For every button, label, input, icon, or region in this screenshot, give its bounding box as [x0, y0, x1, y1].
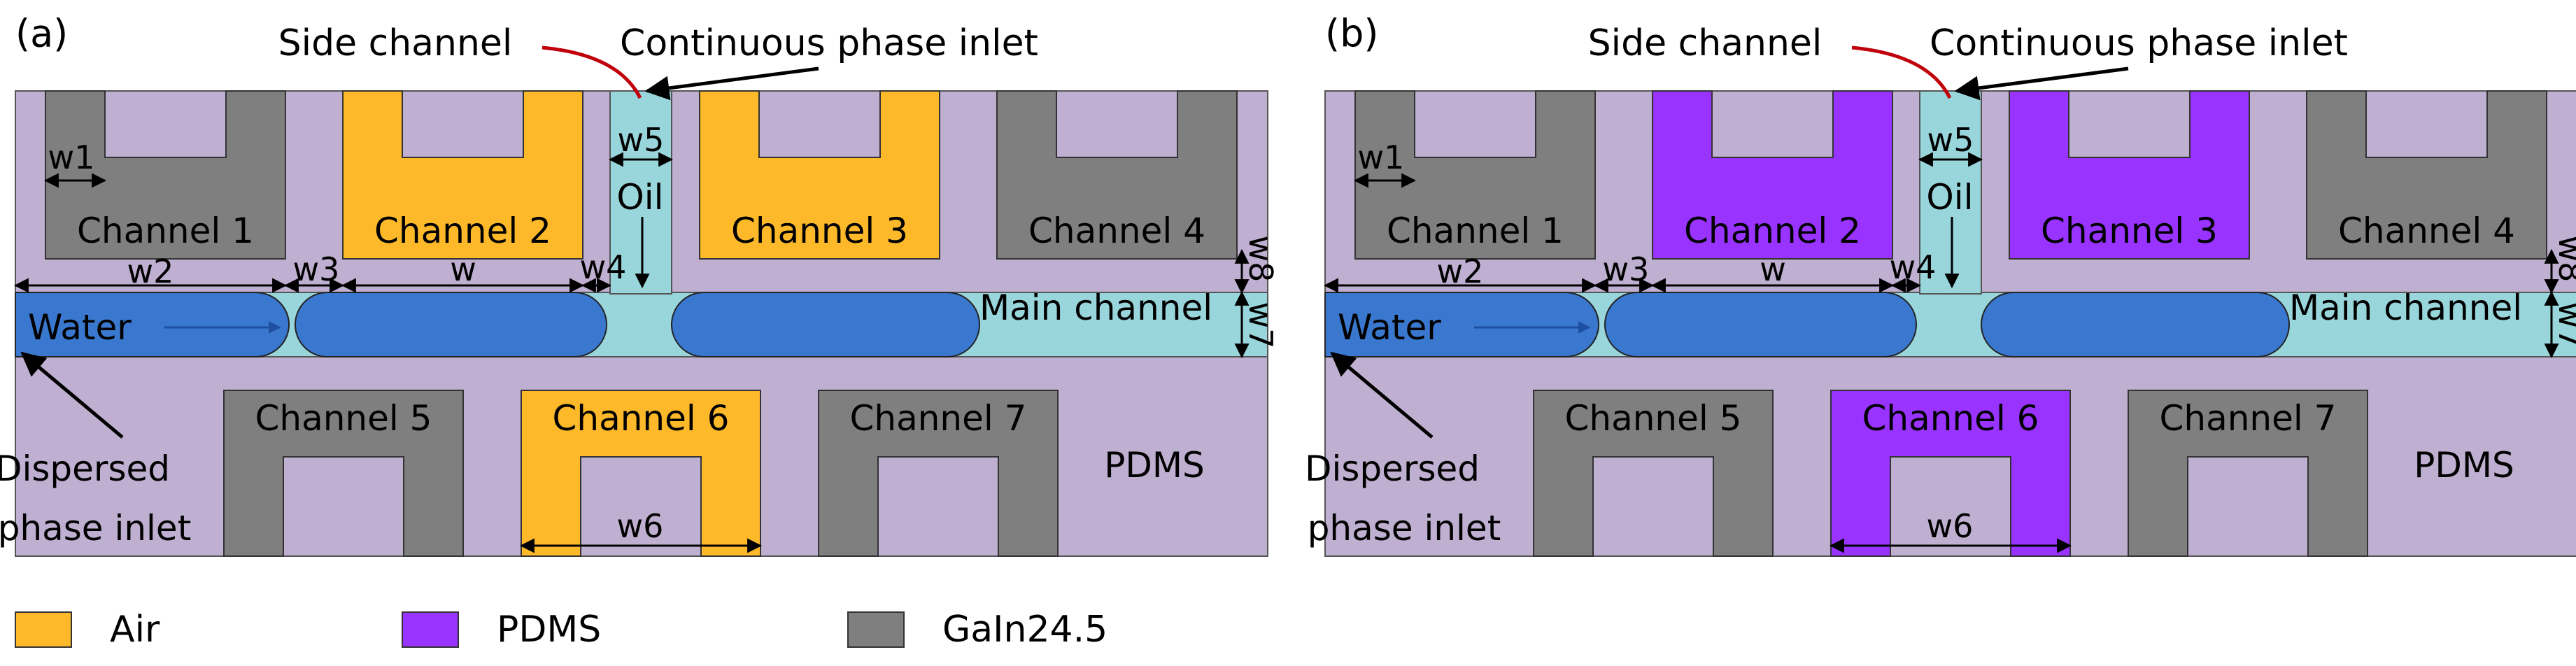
dim-w2-label: w2	[127, 253, 174, 290]
legend-swatch	[402, 611, 459, 648]
oil-label: Oil	[1926, 177, 1973, 218]
water-label: Water	[1338, 307, 1441, 348]
continuous-inlet-arrow	[1954, 66, 2129, 101]
dim-w5-label: w5	[618, 121, 665, 159]
dim-w7-label: w7	[1242, 302, 1280, 349]
main-channel-label: Main channel	[2289, 288, 2522, 328]
channel-label: Channel 6	[553, 398, 730, 439]
electrode-channel	[818, 390, 1059, 557]
side-channel-label: Side channel	[1588, 22, 1823, 64]
continuous-inlet-label: Continuous phase inlet	[1930, 22, 2348, 64]
legend-swatch	[847, 611, 905, 648]
dispersed-inlet-arrow	[20, 351, 124, 439]
panel-label: (a)	[15, 12, 68, 56]
dim-w4-label: w4	[580, 248, 627, 286]
side-channel-label: Side channel	[278, 22, 513, 64]
dim-w8-label: w8	[1242, 236, 1280, 283]
dispersed-inlet-label: Dispersed	[1305, 448, 1480, 489]
dim-w2-label: w2	[1437, 253, 1484, 290]
channel-label: Channel 7	[2160, 398, 2337, 439]
water-inlet-plug	[15, 292, 290, 357]
electrode-channel	[2306, 90, 2547, 260]
legend-label: PDMS	[497, 609, 601, 651]
dim-w4-label: w4	[1890, 248, 1937, 286]
legend-label: Air	[110, 609, 160, 651]
water-label: Water	[28, 307, 132, 348]
dim-w1-label: w1	[1358, 139, 1405, 176]
channel-label: Channel 4	[1028, 211, 1205, 251]
side-channel	[609, 90, 672, 295]
legend-swatch	[15, 611, 72, 648]
dim-w6-label: w6	[1927, 507, 1974, 545]
legend-label: GaIn24.5	[942, 609, 1107, 651]
channel-label: Channel 1	[1387, 211, 1564, 251]
water-droplet	[295, 292, 607, 357]
electrode-channel	[1830, 390, 2071, 557]
oil-label: Oil	[616, 177, 663, 218]
channel-label: Channel 3	[731, 211, 908, 251]
dim-w7-label: w7	[2552, 302, 2576, 349]
water-droplet	[671, 292, 980, 357]
electrode-channel	[342, 90, 583, 260]
pdms-label: PDMS	[2414, 445, 2514, 486]
panel-a: Channel 1 Channel 2 Channel 3 Channel 4 Chan…	[0, 12, 1280, 557]
continuous-inlet-label: Continuous phase inlet	[620, 22, 1038, 64]
electrode-channel	[521, 390, 761, 557]
dispersed-inlet-label: phase inlet	[0, 508, 191, 548]
dim-w5-label: w5	[1927, 121, 1974, 159]
channel-label: Channel 3	[2041, 211, 2218, 251]
side-channel	[1919, 90, 1982, 295]
dispersed-inlet-label: Dispersed	[0, 448, 170, 489]
pdms-label: PDMS	[1104, 445, 1205, 486]
panel-b: Channel 1 Channel 2 Channel 3 Channel 4 Chan…	[1305, 12, 2576, 557]
channel-label: Channel 2	[1684, 211, 1861, 251]
water-droplet	[1981, 292, 2290, 357]
electrode-channel	[1652, 90, 1893, 260]
continuous-inlet-arrow	[644, 66, 819, 101]
channel-label: Channel 4	[2338, 211, 2515, 251]
side-channel-pointer	[1851, 45, 1952, 99]
dim-w-label: w	[1760, 250, 1786, 288]
channel-label: Channel 7	[850, 398, 1027, 439]
electrode-channel	[2009, 90, 2250, 260]
dim-w3-label: w3	[293, 250, 340, 288]
dim-w3-label: w3	[1603, 250, 1650, 288]
side-channel-pointer	[542, 45, 642, 99]
dim-w8-label: w8	[2552, 236, 2576, 283]
channel-label: Channel 2	[374, 211, 551, 251]
electrode-channel	[996, 90, 1238, 260]
legend: Air PDMS GaIn24.5	[15, 609, 1107, 651]
channel-label: Channel 5	[255, 398, 432, 439]
dim-w6-label: w6	[617, 507, 664, 545]
electrode-channel	[1354, 90, 1596, 260]
electrode-channel	[2128, 390, 2368, 557]
channel-label: Channel 5	[1565, 398, 1742, 439]
channel-label: Channel 6	[1862, 398, 2039, 439]
electrode-channel	[45, 90, 286, 260]
channel-label: Channel 1	[77, 211, 254, 251]
dim-w-label: w	[450, 250, 476, 288]
electrode-channel	[1533, 390, 1774, 557]
panel-label: (b)	[1325, 12, 1378, 56]
main-channel-label: Main channel	[979, 288, 1212, 328]
electrode-channel	[699, 90, 940, 260]
dim-w1-label: w1	[48, 139, 95, 176]
electrode-channel	[223, 390, 464, 557]
dispersed-inlet-arrow	[1330, 351, 1434, 439]
water-droplet	[1604, 292, 1917, 357]
dispersed-inlet-label: phase inlet	[1308, 508, 1501, 548]
water-inlet-plug	[1324, 292, 1599, 357]
